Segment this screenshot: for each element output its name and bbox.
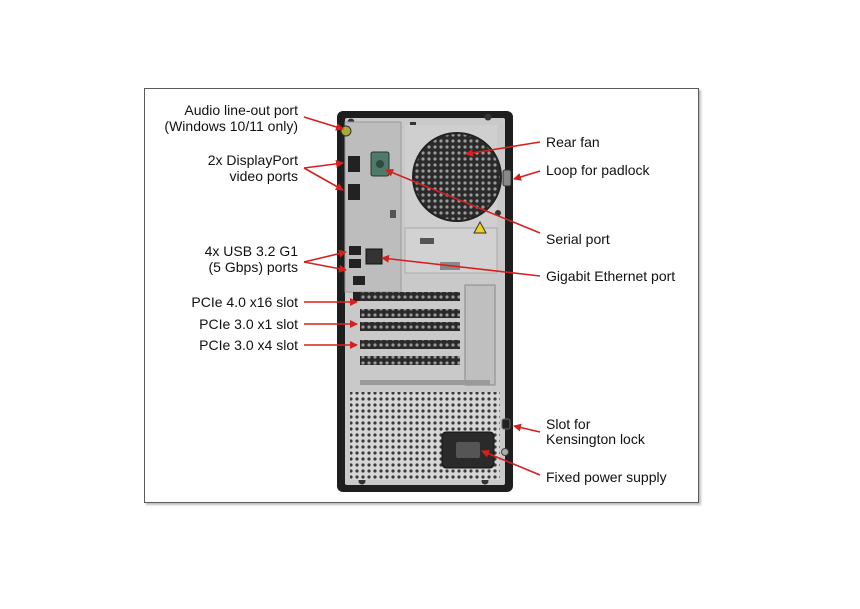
left-labels: Audio line-out port (Windows 10/11 only)… [164,102,298,353]
arrow-dp-2 [303,167,344,191]
rear-fan [405,125,502,228]
usb-port-4 [353,276,365,285]
label-dp-line1: 2x DisplayPort [208,152,298,168]
callout-arrows [303,116,541,476]
label-audio-line1: Audio line-out port [184,102,298,118]
label-serial: Serial port [546,231,610,247]
label-pcie-x4: PCIe 3.0 x4 slot [199,337,298,353]
label-ethernet: Gigabit Ethernet port [546,268,675,284]
slot-cover-x1 [360,322,460,331]
arrow-usb-1 [303,249,347,263]
displayport-1 [348,156,360,172]
arrow-kensington [513,423,541,433]
ethernet-jack [365,248,383,265]
arrow-rear-fan [465,141,541,157]
usb-port-2 [349,259,361,268]
displayport-2 [348,184,360,200]
label-padlock: Loop for padlock [546,162,651,178]
arrow-power [481,449,541,476]
label-pcie-x16: PCIe 4.0 x16 slot [191,294,298,310]
label-dp-line2: video ports [230,168,298,184]
arrow-serial [385,168,541,234]
pcie-slots [360,284,496,386]
right-labels: Rear fan Loop for padlock Serial port Gi… [546,134,675,485]
label-kensington-line1: Slot for [546,416,591,432]
slot-cover-x4 [360,340,460,349]
label-audio-line2: (Windows 10/11 only) [164,118,298,134]
usb-port-1 [349,246,361,255]
arrow-dp-1 [303,159,344,169]
arrow-ethernet [381,254,541,277]
power-supply [350,392,509,480]
label-pcie-x1: PCIe 3.0 x1 slot [199,316,298,332]
audio-jack [340,125,352,137]
label-power: Fixed power supply [546,469,667,485]
warning-label [473,220,487,234]
label-rear-fan: Rear fan [546,134,600,150]
usb-port-3 [353,292,365,301]
arrow-padlock [513,170,541,181]
arrow-audio [303,116,344,131]
slot-cover-x16 [360,292,460,301]
label-usb-line1: 4x USB 3.2 G1 [205,243,299,259]
label-kensington-line2: Kensington lock [546,431,646,447]
kensington-slot [501,418,511,430]
arrow-usb-2 [303,261,347,273]
label-usb-line2: (5 Gbps) ports [209,259,298,275]
